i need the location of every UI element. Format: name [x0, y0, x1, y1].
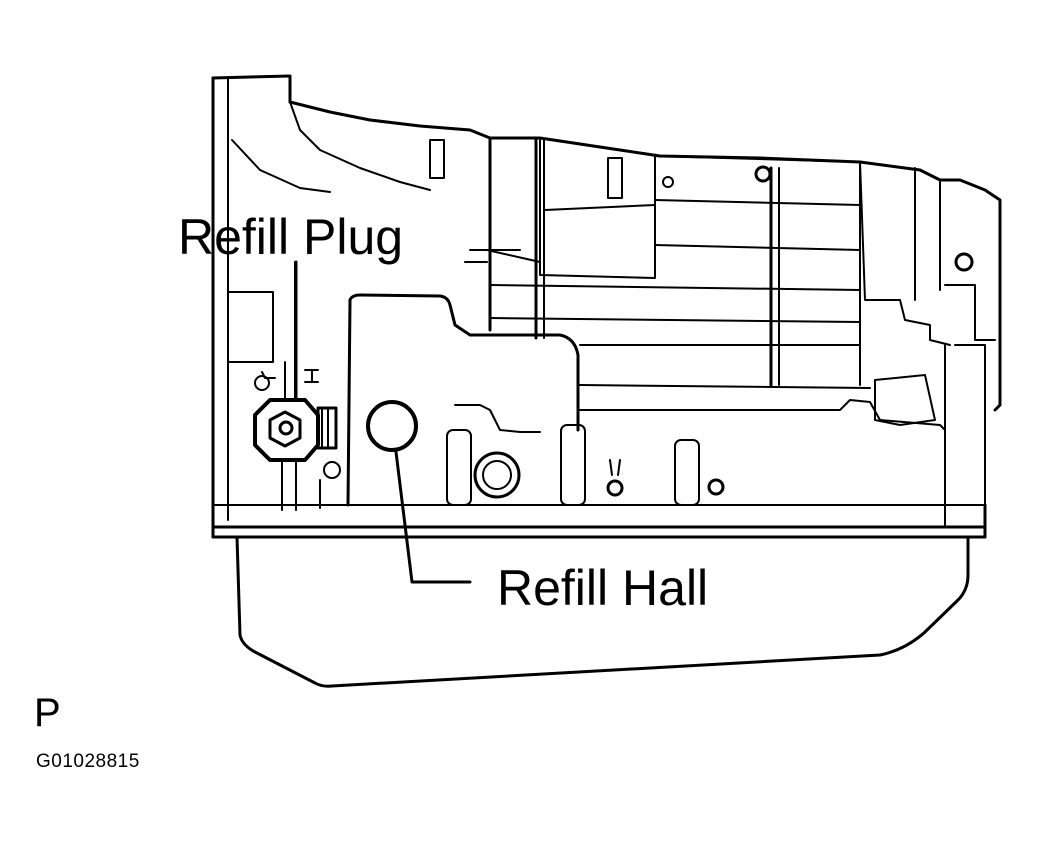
refill-hall-leader: [394, 450, 472, 584]
circle-opening-icon: [366, 400, 418, 452]
hex-bolt-icon: [253, 398, 338, 462]
figure-id: G01028815: [36, 751, 140, 772]
oil-pan: [218, 535, 977, 688]
transmission-case: [211, 74, 1002, 539]
view-letter: P: [34, 691, 61, 735]
refill-hall-label: Refill Hall: [497, 560, 709, 616]
refill-plug-label: Refill Plug: [178, 209, 404, 265]
